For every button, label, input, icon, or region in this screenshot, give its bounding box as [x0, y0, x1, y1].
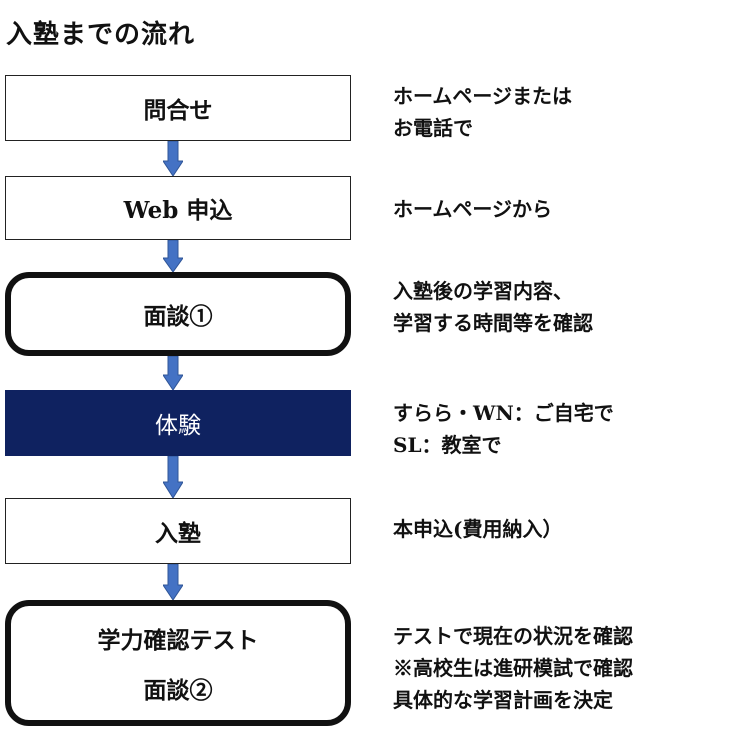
down-arrow-icon — [163, 141, 183, 176]
page-title: 入塾までの流れ — [6, 20, 196, 50]
step-label: Web 申込 — [123, 197, 233, 224]
down-arrow-icon — [163, 240, 183, 272]
note-line: 本申込(費用納入） — [393, 517, 563, 541]
note-line: 入塾後の学習内容、 — [393, 279, 573, 303]
down-arrow-icon — [163, 564, 183, 600]
step-box-test-and-interview-2: 学力確認テスト 面談② — [5, 600, 351, 726]
step-label-secondary: 面談② — [143, 677, 213, 704]
step-note-trial: すらら・WN：ご自宅で SL：教室で — [393, 397, 614, 461]
note-line: 具体的な学習計画を決定 — [393, 688, 613, 712]
step-label: 学力確認テスト — [97, 627, 259, 654]
step-box-web-application: Web 申込 — [5, 176, 351, 240]
down-arrow-icon — [163, 356, 183, 390]
step-box-inquiry: 問合せ — [5, 75, 351, 141]
note-line: ※高校生は進研模試で確認 — [393, 656, 633, 680]
step-note-enrollment: 本申込(費用納入） — [393, 513, 562, 545]
step-note-inquiry: ホームページまたは お電話で — [393, 80, 572, 144]
step-note-test-and-interview-2: テストで現在の状況を確認 ※高校生は進研模試で確認 具体的な学習計画を決定 — [393, 620, 633, 716]
down-arrow-icon — [163, 456, 183, 498]
step-box-trial: 体験 — [5, 390, 351, 456]
step-label: 問合せ — [143, 97, 213, 124]
step-note-web-application: ホームページから — [393, 193, 552, 225]
step-label: 入塾 — [155, 520, 201, 547]
note-line: ホームページから — [393, 197, 552, 221]
step-box-enrollment: 入塾 — [5, 498, 351, 564]
step-note-interview-1: 入塾後の学習内容、 学習する時間等を確認 — [393, 275, 593, 339]
note-line: ホームページまたは — [393, 84, 572, 108]
step-box-interview-1: 面談① — [5, 272, 351, 356]
note-line: SL：教室で — [393, 433, 502, 457]
note-line: すらら・WN：ご自宅で — [393, 401, 614, 425]
step-label: 面談① — [143, 303, 213, 330]
note-line: 学習する時間等を確認 — [393, 311, 593, 335]
step-label: 体験 — [155, 413, 201, 439]
note-line: テストで現在の状況を確認 — [393, 624, 633, 648]
note-line: お電話で — [393, 116, 473, 140]
